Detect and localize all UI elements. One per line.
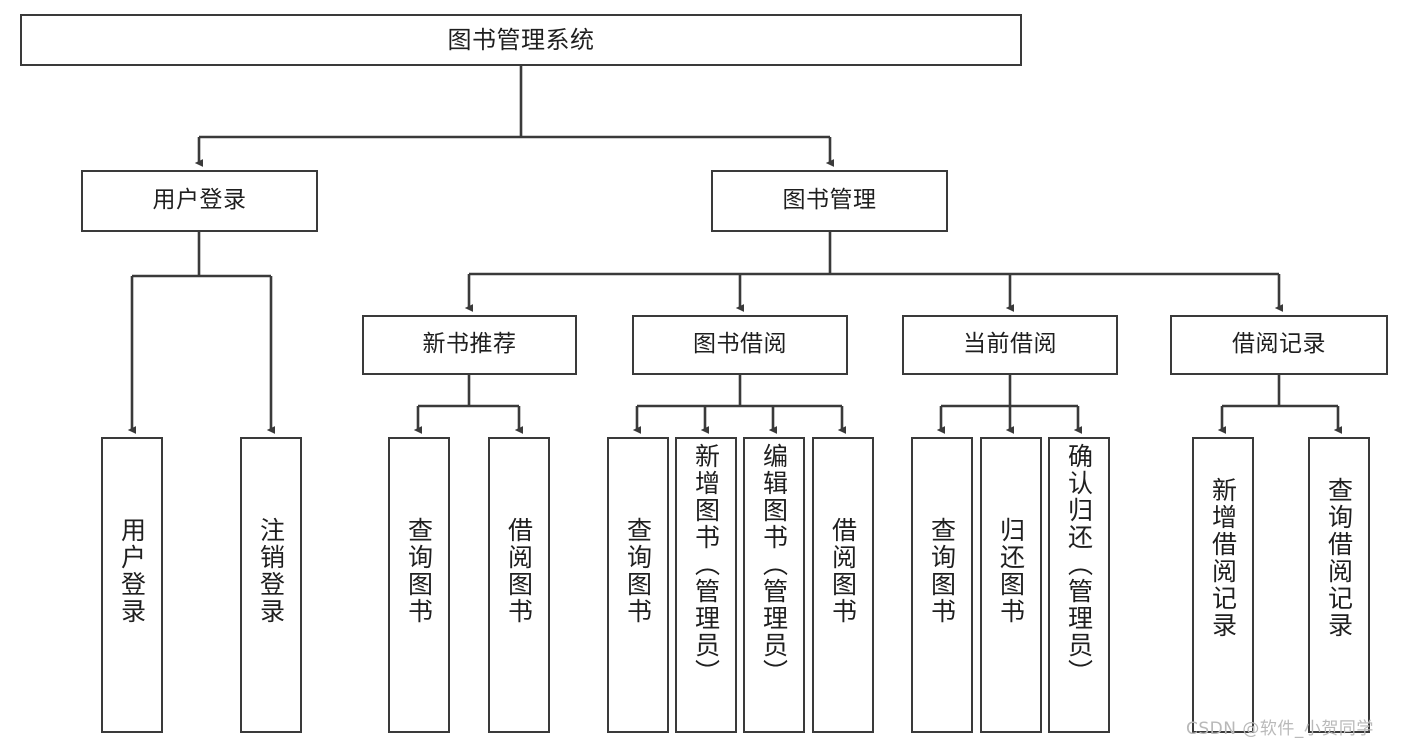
node-label: 新增借阅记录 xyxy=(1208,477,1238,639)
node-label: 查询图书 xyxy=(623,517,653,625)
leaf-book-borrow-edit-book-admin[interactable]: 编辑图书（管理员） xyxy=(743,437,805,733)
node-label: 当前借阅 xyxy=(963,331,1057,358)
node-current-borrow[interactable]: 当前借阅 xyxy=(902,315,1118,375)
node-label: 图书借阅 xyxy=(693,331,787,358)
node-label: 新增图书（管理员） xyxy=(691,443,721,686)
node-borrow-record[interactable]: 借阅记录 xyxy=(1170,315,1388,375)
leaf-book-borrow-add-book-admin[interactable]: 新增图书（管理员） xyxy=(675,437,737,733)
node-label: 新书推荐 xyxy=(422,331,517,358)
node-root-book-management-system[interactable]: 图书管理系统 xyxy=(20,14,1022,66)
watermark: CSDN @软件_小贺同学 xyxy=(1186,719,1374,739)
node-user-login[interactable]: 用户登录 xyxy=(81,170,318,232)
node-label: 归还图书 xyxy=(996,517,1026,625)
node-label: 确认归还（管理员） xyxy=(1064,443,1094,686)
leaf-book-borrow-query-book[interactable]: 查询图书 xyxy=(607,437,669,733)
leaf-new-book-query-book[interactable]: 查询图书 xyxy=(388,437,450,733)
node-label: 借阅图书 xyxy=(504,517,534,625)
node-label: 图书管理 xyxy=(782,187,877,214)
node-label: 编辑图书（管理员） xyxy=(759,443,789,686)
node-label: 图书管理系统 xyxy=(447,25,595,54)
node-label: 查询借阅记录 xyxy=(1324,477,1354,639)
node-book-management[interactable]: 图书管理 xyxy=(711,170,948,232)
node-label: 用户登录 xyxy=(117,517,147,625)
leaf-user-login-login[interactable]: 用户登录 xyxy=(101,437,163,733)
leaf-book-borrow-borrow-book[interactable]: 借阅图书 xyxy=(812,437,874,733)
leaf-current-borrow-return-book[interactable]: 归还图书 xyxy=(980,437,1042,733)
leaf-borrow-record-add-record[interactable]: 新增借阅记录 xyxy=(1192,437,1254,733)
node-label: 用户登录 xyxy=(152,187,247,214)
node-label: 查询图书 xyxy=(404,517,434,625)
leaf-borrow-record-query-record[interactable]: 查询借阅记录 xyxy=(1308,437,1370,733)
leaf-new-book-borrow-book[interactable]: 借阅图书 xyxy=(488,437,550,733)
node-label: 借阅记录 xyxy=(1232,331,1326,358)
node-label: 注销登录 xyxy=(256,517,286,625)
leaf-current-borrow-confirm-return-admin[interactable]: 确认归还（管理员） xyxy=(1048,437,1110,733)
node-new-book-recommend[interactable]: 新书推荐 xyxy=(362,315,577,375)
node-label: 查询图书 xyxy=(927,517,957,625)
node-label: 借阅图书 xyxy=(828,517,858,625)
leaf-current-borrow-query-book[interactable]: 查询图书 xyxy=(911,437,973,733)
node-book-borrow[interactable]: 图书借阅 xyxy=(632,315,848,375)
leaf-user-login-logout[interactable]: 注销登录 xyxy=(240,437,302,733)
